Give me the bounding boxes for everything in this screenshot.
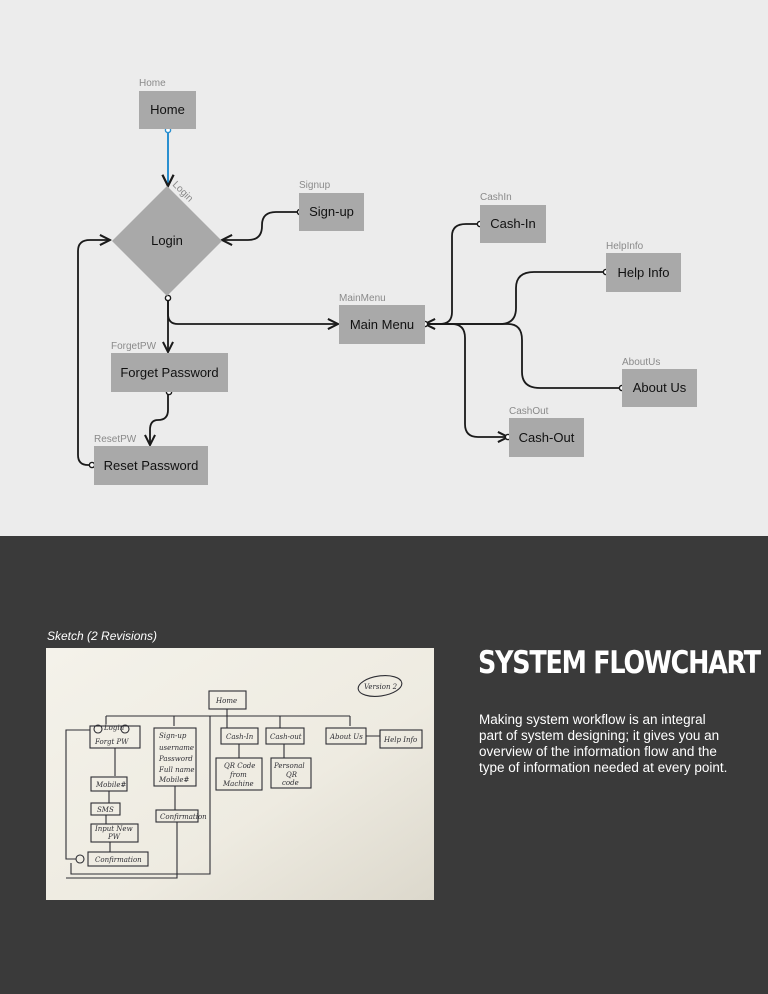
- svg-text:CashIn: CashIn: [480, 192, 512, 203]
- node-forgetpw[interactable]: ForgetPW Forget Password: [111, 341, 228, 392]
- svg-text:Login: Login: [103, 724, 125, 732]
- edge-mainmenu-aboutus: [425, 323, 622, 389]
- svg-text:Home: Home: [215, 697, 237, 705]
- svg-text:Machine: Machine: [222, 780, 254, 788]
- svg-text:Sign-up: Sign-up: [159, 732, 187, 740]
- edge-forgetpw-resetpw: [150, 392, 169, 445]
- flowchart-canvas: Home Home Login Login Signup Sign-up For…: [0, 0, 768, 536]
- svg-text:Mobile#: Mobile#: [158, 776, 189, 784]
- svg-text:PW: PW: [107, 833, 121, 841]
- svg-text:CashOut: CashOut: [509, 406, 549, 417]
- svg-text:Forgt PW: Forgt PW: [94, 738, 129, 746]
- section-heading: SYSTEM FLOWCHART: [478, 645, 761, 681]
- node-signup[interactable]: Signup Sign-up: [299, 180, 364, 231]
- svg-text:Personal: Personal: [273, 762, 305, 770]
- node-cashin[interactable]: CashIn Cash-In: [480, 192, 546, 243]
- svg-text:Help Info: Help Info: [383, 736, 417, 744]
- svg-text:code: code: [282, 779, 299, 787]
- svg-text:QR: QR: [286, 771, 298, 779]
- svg-text:Cash-out: Cash-out: [270, 733, 302, 741]
- edge-mainmenu-cashout: [425, 323, 508, 437]
- svg-text:Login: Login: [151, 233, 183, 248]
- svg-text:AboutUs: AboutUs: [622, 357, 660, 368]
- svg-text:Home: Home: [150, 102, 185, 117]
- svg-text:Sign-up: Sign-up: [309, 204, 354, 219]
- sketch-caption: Sketch (2 Revisions): [47, 629, 158, 643]
- svg-text:Main Menu: Main Menu: [350, 317, 414, 332]
- svg-text:username: username: [159, 744, 194, 752]
- edge-login-mainmenu: [167, 298, 338, 324]
- svg-text:QR Code: QR Code: [224, 762, 255, 770]
- svg-text:Cash-Out: Cash-Out: [519, 430, 575, 445]
- svg-text:Mobile#: Mobile#: [95, 781, 126, 789]
- node-mainmenu[interactable]: MainMenu Main Menu: [339, 293, 425, 344]
- svg-text:Full name: Full name: [158, 766, 195, 774]
- svg-text:MainMenu: MainMenu: [339, 293, 386, 304]
- edge-login-signup: [222, 211, 300, 240]
- node-resetpw[interactable]: ResetPW Reset Password: [94, 434, 208, 485]
- svg-text:ResetPW: ResetPW: [94, 434, 137, 445]
- svg-text:Home: Home: [139, 78, 166, 89]
- svg-text:About Us: About Us: [633, 380, 687, 395]
- flowchart-diagram: Home Home Login Login Signup Sign-up For…: [77, 78, 697, 485]
- svg-text:from: from: [229, 771, 247, 779]
- edges: [77, 130, 622, 466]
- svg-text:Cash-In: Cash-In: [226, 733, 254, 741]
- svg-text:Confirmation: Confirmation: [160, 813, 207, 821]
- svg-text:SMS: SMS: [97, 806, 114, 814]
- svg-text:Reset Password: Reset Password: [104, 458, 199, 473]
- node-home[interactable]: Home Home: [139, 78, 196, 129]
- svg-text:Help Info: Help Info: [617, 265, 669, 280]
- edge-mainmenu-cashin: [425, 223, 480, 324]
- sketch-photo: Version 2 Home Login Forgt PW Mobile# SM…: [46, 648, 434, 900]
- node-helpinfo[interactable]: HelpInfo Help Info: [606, 241, 681, 292]
- node-login[interactable]: Login Login: [112, 179, 222, 296]
- svg-text:Password: Password: [158, 755, 193, 763]
- section-description: Making system workflow is an integral pa…: [479, 712, 728, 775]
- svg-text:Signup: Signup: [299, 180, 331, 191]
- edge-resetpw-login: [77, 240, 110, 466]
- node-aboutus[interactable]: AboutUs About Us: [622, 357, 697, 407]
- svg-text:Version 2: Version 2: [364, 683, 398, 691]
- svg-text:About Us: About Us: [329, 733, 363, 741]
- svg-text:Cash-In: Cash-In: [490, 216, 536, 231]
- svg-text:HelpInfo: HelpInfo: [606, 241, 644, 252]
- svg-text:ForgetPW: ForgetPW: [111, 341, 157, 352]
- node-cashout[interactable]: CashOut Cash-Out: [509, 406, 584, 457]
- svg-text:Input New: Input New: [94, 825, 133, 833]
- sketch-drawing: Version 2 Home Login Forgt PW Mobile# SM…: [46, 648, 434, 900]
- svg-text:Forget Password: Forget Password: [120, 365, 218, 380]
- svg-text:Confirmation: Confirmation: [95, 856, 142, 864]
